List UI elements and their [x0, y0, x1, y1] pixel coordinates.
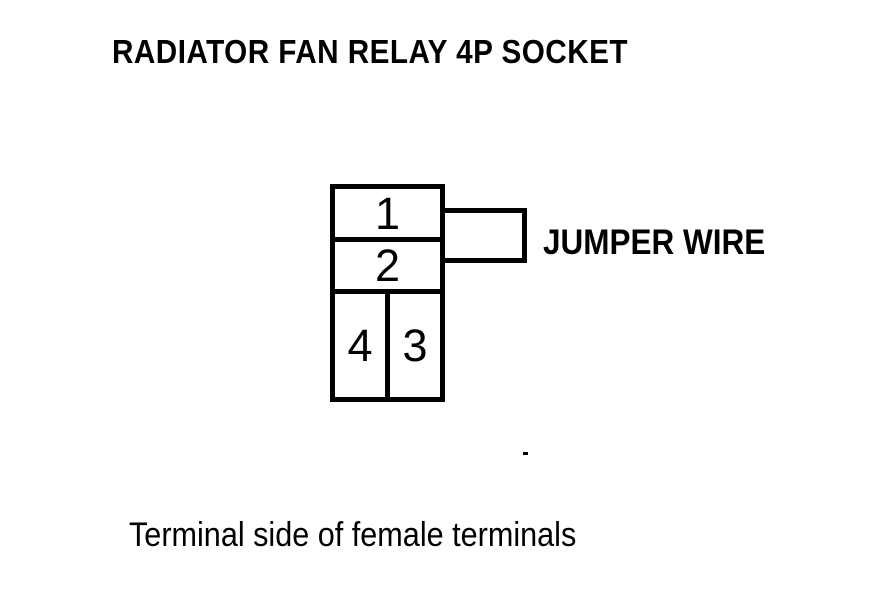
jumper-wire-box — [445, 208, 527, 263]
terminal-cell-1: 1 — [335, 189, 440, 242]
terminal-cell-4: 4 — [335, 294, 390, 397]
terminal-cell-2: 2 — [335, 242, 440, 294]
terminal-4-label: 4 — [347, 320, 373, 371]
terminal-row-bottom: 4 3 — [335, 294, 440, 397]
relay-socket-outline: 1 2 4 3 — [330, 184, 445, 402]
jumper-wire-label: JUMPER WIRE — [543, 223, 766, 262]
diagram-title: RADIATOR FAN RELAY 4P SOCKET — [112, 33, 628, 70]
terminal-cell-3: 3 — [390, 294, 440, 397]
terminal-1-label: 1 — [374, 187, 401, 239]
stray-dot-artifact — [523, 452, 528, 455]
terminal-2-label: 2 — [374, 240, 401, 291]
caption-text: Terminal side of female terminals — [129, 516, 577, 554]
terminal-3-label: 3 — [402, 320, 428, 371]
